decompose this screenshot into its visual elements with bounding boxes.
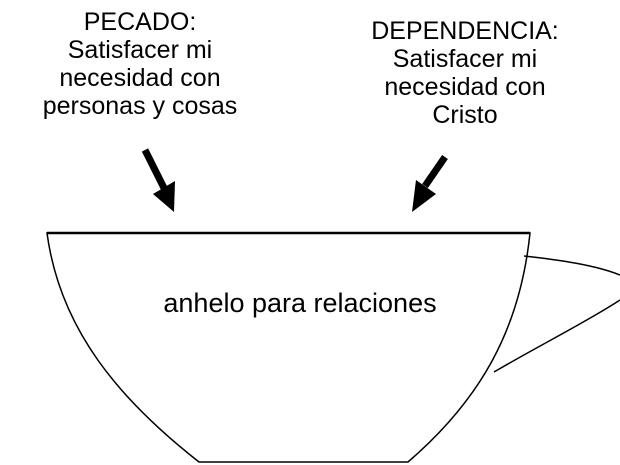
dependence-caption-line: Cristo [432, 101, 498, 129]
sin-caption-line: personas y cosas [42, 92, 238, 120]
sin-caption-line: PECADO: [83, 8, 197, 36]
dependence-caption-line: DEPENDENCIA: [371, 17, 559, 45]
sin-caption: PECADO: Satisfacer mi necesidad con pers… [0, 8, 280, 120]
right-arrow [412, 155, 448, 212]
sin-caption-line: Satisfacer mi [67, 36, 213, 64]
cup-handle [493, 255, 620, 373]
dependence-caption-line: necesidad con [384, 73, 546, 101]
cup-body [46, 232, 531, 463]
dependence-caption-line: Satisfacer mi [392, 45, 538, 73]
cup-label: anhelo para relaciones [163, 288, 437, 318]
left-arrow [141, 148, 175, 212]
sin-caption-line: necesidad con [59, 64, 221, 92]
dependence-caption: DEPENDENCIA: Satisfacer mi necesidad con… [330, 17, 600, 137]
